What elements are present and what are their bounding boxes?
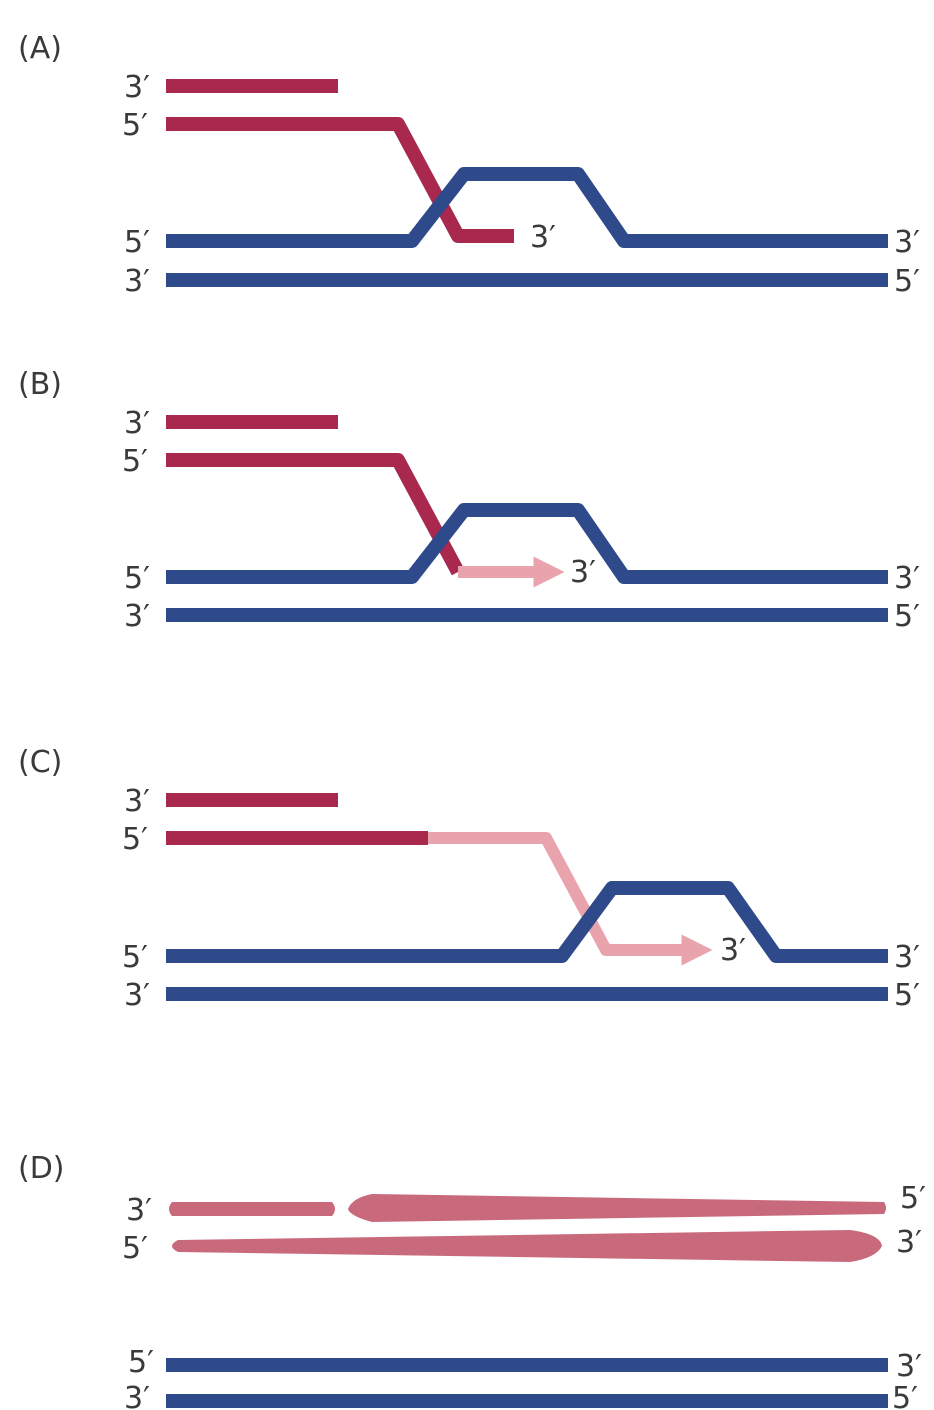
panel-b-label: (B) xyxy=(18,367,62,402)
label-5prime: 5′ xyxy=(128,1345,154,1380)
panel-a: (A) 3′ 5′ 5′ 3′ 3′ 5′ 3′ xyxy=(18,31,920,299)
panel-d: (D) 3′ 5′ 5′ 3′ 5′ 3′ 3′ 5′ xyxy=(18,1151,926,1410)
label-3prime: 3′ xyxy=(720,933,746,968)
template-top-strand xyxy=(166,881,888,963)
panel-a-label: (A) xyxy=(18,31,62,66)
label-3prime: 3′ xyxy=(126,1193,152,1228)
label-3prime: 3′ xyxy=(124,978,150,1013)
panel-b: (B) 3′ 5′ 5′ 3′ 3′ 5′ 3′ xyxy=(18,367,920,634)
label-5prime: 5′ xyxy=(122,822,148,857)
product-strand-bottom xyxy=(172,1230,882,1262)
label-3prime: 3′ xyxy=(894,561,920,596)
label-3prime: 3′ xyxy=(530,220,556,255)
template-top-strand xyxy=(166,503,888,584)
product-strand-short xyxy=(169,1202,335,1216)
label-3prime: 3′ xyxy=(894,225,920,260)
label-3prime: 3′ xyxy=(570,555,596,590)
label-3prime: 3′ xyxy=(896,1225,922,1260)
label-5prime: 5′ xyxy=(124,561,150,596)
label-5prime: 5′ xyxy=(894,599,920,634)
panel-c-label: (C) xyxy=(18,745,62,780)
label-3prime: 3′ xyxy=(124,599,150,634)
label-5prime: 5′ xyxy=(894,978,920,1013)
product-strand-top xyxy=(348,1194,886,1222)
panel-d-label: (D) xyxy=(18,1151,65,1186)
label-5prime: 5′ xyxy=(124,225,150,260)
label-3prime: 3′ xyxy=(894,940,920,975)
label-3prime: 3′ xyxy=(124,264,150,299)
label-5prime: 5′ xyxy=(900,1181,926,1216)
label-5prime: 5′ xyxy=(892,1381,918,1410)
template-top-strand xyxy=(166,167,888,248)
new-synthesis-arrow xyxy=(428,832,713,966)
invading-5prime-strand xyxy=(166,117,514,243)
label-3prime: 3′ xyxy=(124,70,150,105)
label-3prime: 3′ xyxy=(124,1381,150,1410)
panel-c: (C) 3′ 5′ 5′ 3′ 3′ 5′ 3′ xyxy=(18,745,920,1013)
label-3prime: 3′ xyxy=(124,406,150,441)
label-3prime: 3′ xyxy=(896,1349,922,1384)
label-3prime: 3′ xyxy=(124,784,150,819)
label-5prime: 5′ xyxy=(122,444,148,479)
label-5prime: 5′ xyxy=(122,1231,148,1266)
label-5prime: 5′ xyxy=(122,940,148,975)
invading-5prime-strand xyxy=(166,453,465,576)
label-5prime: 5′ xyxy=(894,264,920,299)
label-5prime: 5′ xyxy=(122,108,148,143)
